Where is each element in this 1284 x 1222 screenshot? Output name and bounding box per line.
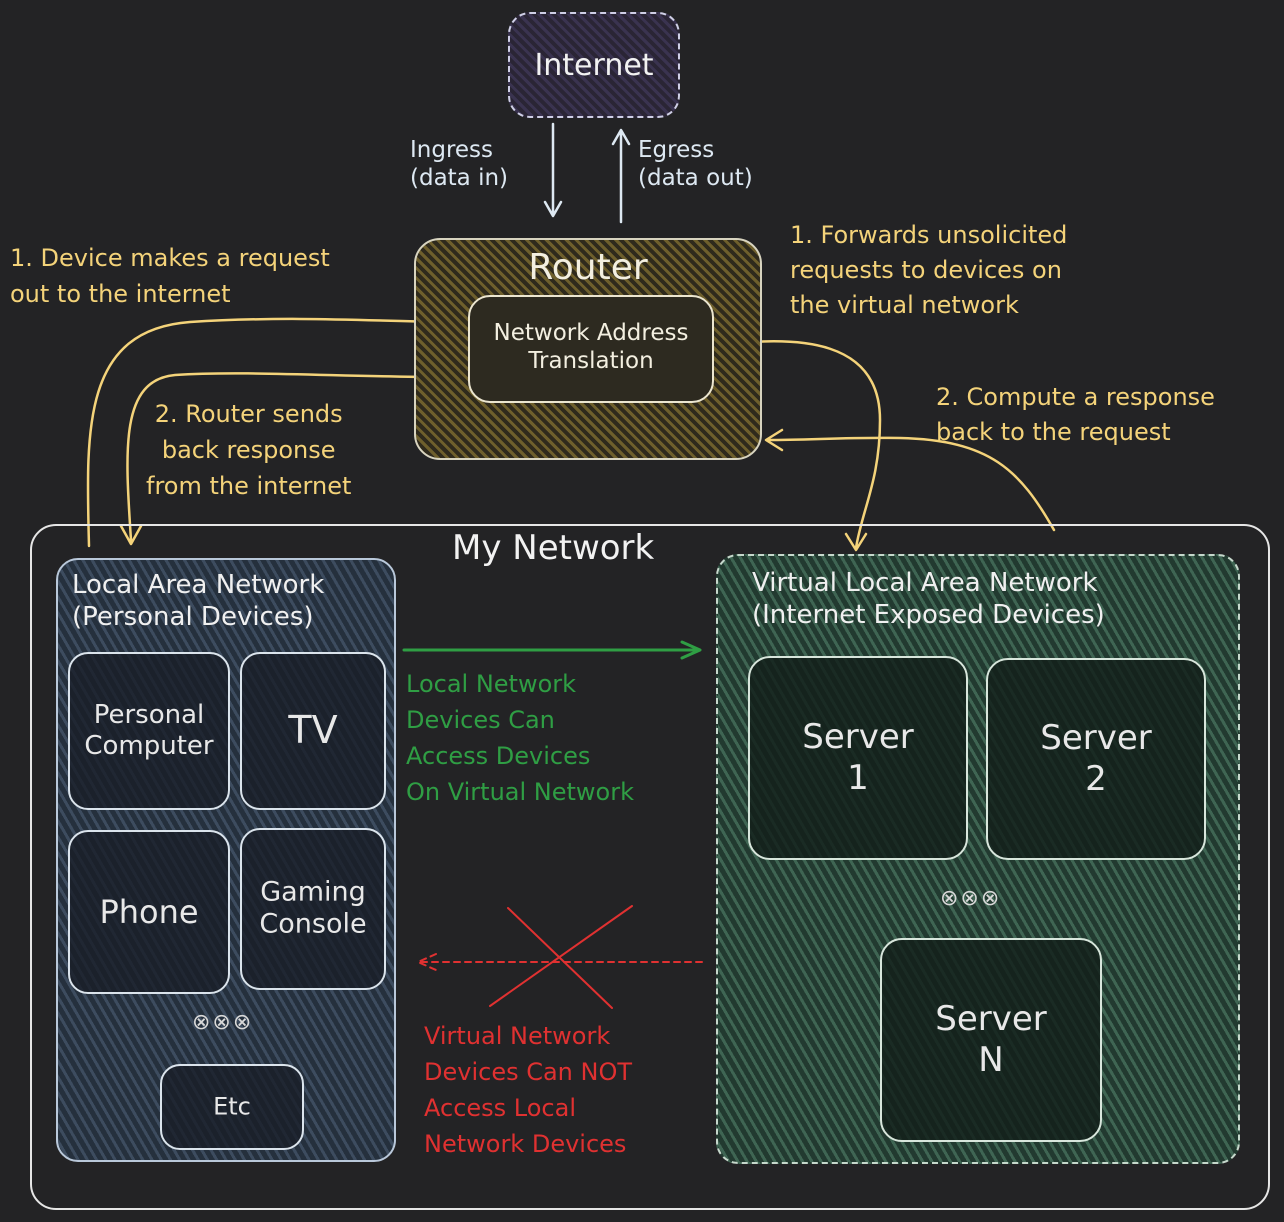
ingress-arrow [543,122,563,218]
device-label: Phone [99,892,199,931]
ellipsis-icon: ⊗⊗⊗ [192,1010,254,1035]
server-label: Server 2 [1040,718,1152,799]
compute-annotation: 2. Compute a response back to the reques… [936,383,1215,446]
forwards-arrow [718,340,882,552]
device-label: Etc [213,1092,251,1121]
compute-response-arrow [764,428,1056,532]
gaming-console-device: Gaming Console [240,828,386,990]
egress-label: Egress (data out) [638,137,753,192]
server-label: Server N [935,999,1047,1080]
nat-node: Network Address Translation [468,295,714,403]
etc-device: Etc [160,1064,304,1150]
device-request-annotation: 1. Device makes a request out to the int… [10,244,330,308]
internet-node: Internet [508,12,680,118]
router-response-arrow [119,372,462,546]
lan-label: Local Area Network (Personal Devices) [72,570,325,632]
server-label: Server 1 [802,717,914,798]
my-network-label: My Network [452,528,655,568]
personal-computer-device: Personal Computer [68,652,230,810]
denied-cross [489,905,633,1009]
allowed-access-arrow [402,640,702,660]
server-2-node: Server 2 [986,658,1206,860]
server-n-node: Server N [880,938,1102,1142]
device-label: Gaming Console [259,876,367,940]
denied-access-arrow [417,953,703,971]
egress-arrow [611,128,631,224]
internet-label: Internet [534,48,654,83]
router-sends-annotation: 2. Router sends back response from the i… [146,400,352,500]
nat-label: Network Address Translation [493,320,689,375]
device-label: TV [288,708,338,753]
tv-device: TV [240,652,386,810]
access-allowed-label: Local Network Devices Can Access Devices… [406,670,634,806]
ingress-label: Ingress (data in) [410,137,509,192]
vlan-label: Virtual Local Area Network (Internet Exp… [752,568,1105,630]
access-denied-label: Virtual Network Devices Can NOT Access L… [424,1022,633,1158]
phone-device: Phone [68,830,230,994]
forwards-annotation: 1. Forwards unsolicited requests to devi… [790,221,1068,319]
device-label: Personal Computer [84,699,214,761]
router-label: Router [528,247,648,288]
my-network-container [30,524,1270,1210]
server-1-node: Server 1 [748,656,968,860]
ellipsis-icon: ⊗⊗⊗ [940,886,1002,911]
